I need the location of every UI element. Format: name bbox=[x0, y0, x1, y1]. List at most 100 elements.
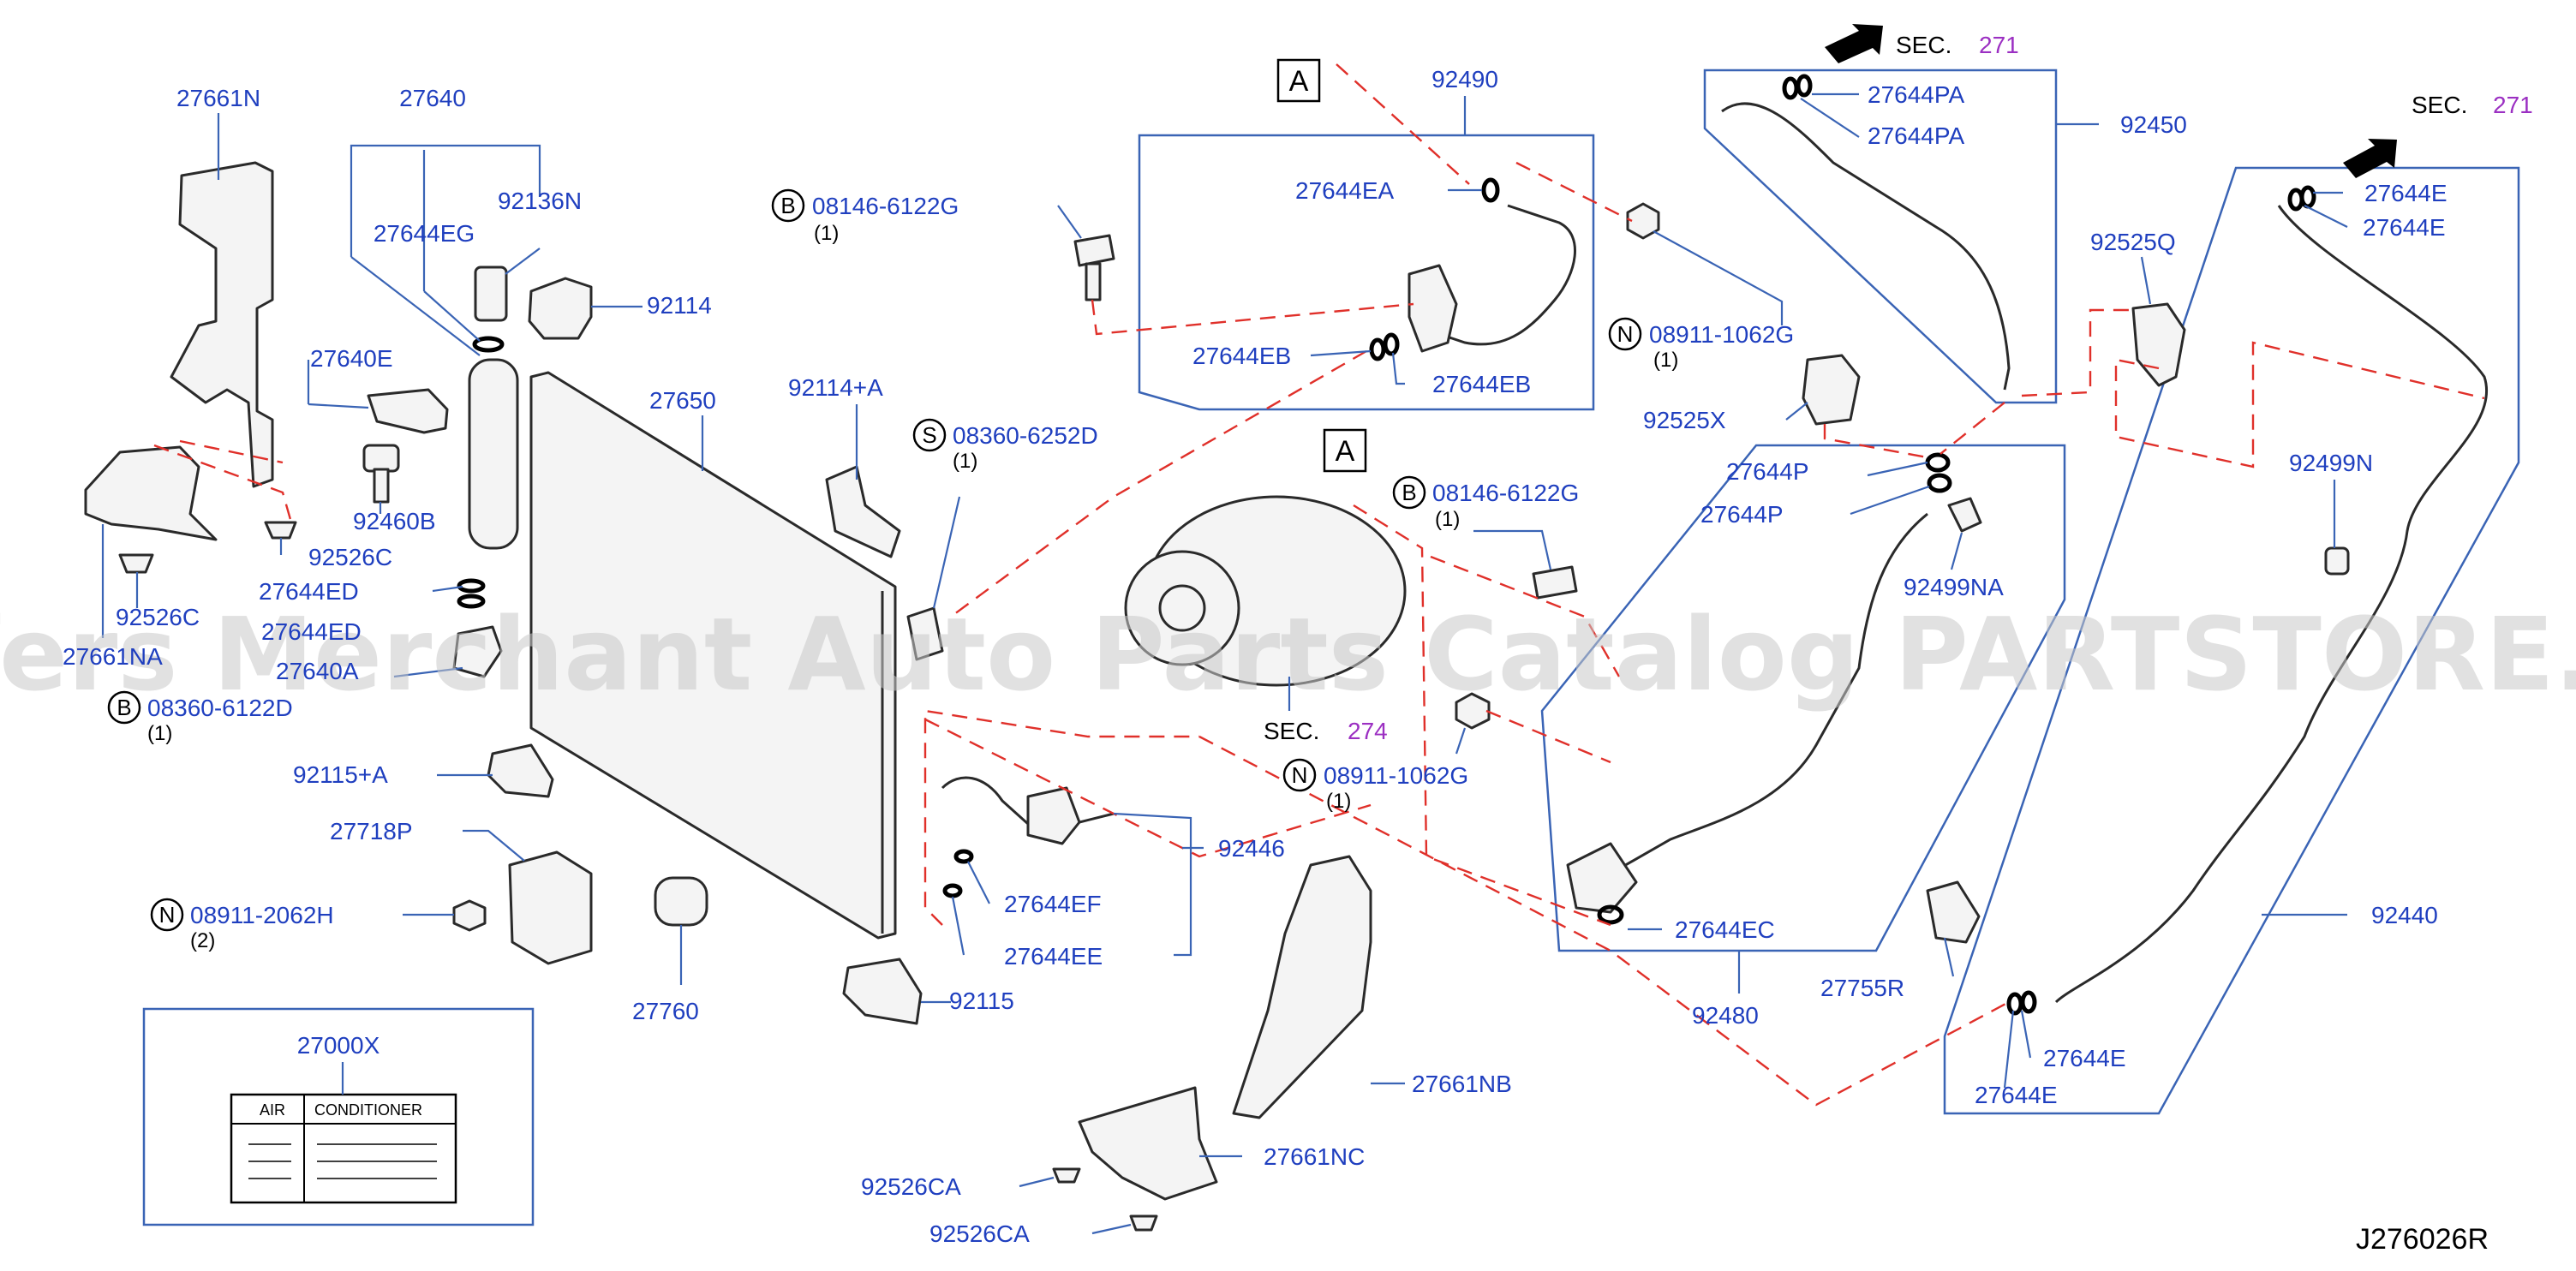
clamp-92525X bbox=[1802, 354, 1861, 426]
label-27644P-a[interactable]: 27644P bbox=[1726, 458, 1809, 485]
label-27644ED-a[interactable]: 27644ED bbox=[259, 578, 359, 605]
label-27661NB[interactable]: 27661NB bbox=[1412, 1071, 1512, 1097]
label-27644PA-a[interactable]: 27644PA bbox=[1868, 81, 1964, 108]
label-27644PA-b[interactable]: 27644PA bbox=[1868, 122, 1964, 149]
sec-271-b-number[interactable]: 271 bbox=[2493, 92, 2533, 118]
bracket-92115 bbox=[842, 958, 923, 1025]
label-27640A[interactable]: 27640A bbox=[276, 658, 359, 684]
leader-27755R bbox=[1943, 937, 1955, 977]
label-27644E-d[interactable]: 27644E bbox=[1975, 1082, 2058, 1108]
qty-08911-2062H: (2) bbox=[190, 929, 215, 952]
leader-27644EB-a bbox=[1310, 349, 1372, 357]
label-92450[interactable]: 92450 bbox=[2120, 111, 2187, 138]
label-92525Q[interactable]: 92525Q bbox=[2090, 229, 2176, 255]
fitting-27640A bbox=[452, 625, 503, 678]
label-08360-6122D[interactable]: 08360-6122D bbox=[147, 695, 293, 721]
label-92490[interactable]: 92490 bbox=[1431, 66, 1498, 92]
label-card-col2: CONDITIONER bbox=[314, 1101, 422, 1119]
label-92526C-b[interactable]: 92526C bbox=[116, 604, 200, 630]
label-27644E-c[interactable]: 27644E bbox=[2043, 1045, 2126, 1071]
label-27644EB-b[interactable]: 27644EB bbox=[1432, 371, 1531, 397]
label-92526CA-b[interactable]: 92526CA bbox=[929, 1220, 1030, 1247]
label-92525X[interactable]: 92525X bbox=[1643, 407, 1726, 433]
bolt-92460B bbox=[362, 444, 400, 473]
label-08911-1062G-a[interactable]: 08911-1062G bbox=[1649, 321, 1794, 348]
label-92526C-a[interactable]: 92526C bbox=[308, 544, 392, 570]
label-92526CA-a[interactable]: 92526CA bbox=[861, 1173, 961, 1200]
bolt-08146-6122G-a-shaft bbox=[1085, 262, 1102, 301]
clamp-27755R bbox=[1926, 880, 1981, 944]
leader-92526CA-a bbox=[1019, 1176, 1055, 1188]
label-08146-6122G-b[interactable]: 08146-6122G bbox=[1432, 480, 1579, 506]
label-27644E-a[interactable]: 27644E bbox=[2364, 180, 2447, 206]
marker-a-top: A bbox=[1289, 65, 1309, 98]
label-08146-6122G-a[interactable]: 08146-6122G bbox=[812, 193, 959, 219]
leader-27644EB-b bbox=[1391, 352, 1405, 385]
label-27644EG[interactable]: 27644EG bbox=[374, 220, 475, 247]
leader-27644EG-oring bbox=[423, 290, 481, 342]
leader-27644E-d bbox=[2003, 1010, 2015, 1089]
label-92499N[interactable]: 92499N bbox=[2289, 450, 2373, 476]
label-card-col1: AIR bbox=[260, 1101, 285, 1119]
label-92136N[interactable]: 92136N bbox=[498, 188, 582, 214]
leader-27644PA-b bbox=[1800, 98, 1860, 138]
label-92115A[interactable]: 92115+A bbox=[293, 761, 388, 788]
label-08911-1062G-b[interactable]: 08911-1062G bbox=[1324, 762, 1468, 789]
label-27661NA[interactable]: 27661NA bbox=[63, 643, 163, 670]
label-27760[interactable]: 27760 bbox=[632, 998, 699, 1024]
label-27644EA[interactable]: 27644EA bbox=[1295, 177, 1395, 204]
label-27650[interactable]: 27650 bbox=[649, 387, 716, 414]
leader-08146-6122G-a bbox=[1057, 205, 1082, 239]
leader-92525Q bbox=[2140, 256, 2152, 305]
label-27644P-b[interactable]: 27644P bbox=[1700, 501, 1784, 528]
hose-92480-fitting bbox=[1566, 842, 1638, 914]
dash-92450-92480 bbox=[1939, 402, 2005, 455]
label-27640E[interactable]: 27640E bbox=[310, 345, 393, 372]
label-27644EB-a[interactable]: 27644EB bbox=[1192, 343, 1291, 369]
marker-box-a-mid bbox=[1323, 428, 1367, 473]
label-92115[interactable]: 92115 bbox=[949, 988, 1014, 1014]
leader-27644P-b bbox=[1850, 485, 1930, 516]
oring-27644EB-a bbox=[1369, 337, 1386, 361]
label-92499NA[interactable]: 92499NA bbox=[1904, 574, 2004, 600]
oring-27644E-b bbox=[2299, 185, 2316, 209]
compressor-pulley bbox=[1124, 550, 1240, 666]
sec-271-arrow-b bbox=[2343, 139, 2397, 178]
label-27661N[interactable]: 27661N bbox=[176, 85, 260, 111]
marker-circle-b-1 bbox=[771, 188, 805, 223]
leader-08911-1062G-b bbox=[1455, 727, 1467, 755]
bracket-92114 bbox=[528, 277, 593, 340]
label-27644EF[interactable]: 27644EF bbox=[1004, 891, 1102, 917]
label-27644ED-b[interactable]: 27644ED bbox=[261, 618, 362, 645]
bolt-08146-6122G-b bbox=[1532, 565, 1578, 600]
sec-274-word: SEC. bbox=[1264, 718, 1319, 744]
label-27644EE[interactable]: 27644EE bbox=[1004, 943, 1103, 970]
cap-92499NA bbox=[1947, 497, 1982, 533]
label-27000X[interactable]: 27000X bbox=[297, 1032, 380, 1059]
condenser-27650 bbox=[529, 371, 897, 940]
label-27644E-b[interactable]: 27644E bbox=[2363, 214, 2446, 241]
label-27718P[interactable]: 27718P bbox=[330, 818, 413, 844]
marker-circle-s bbox=[912, 418, 947, 452]
label-08911-2062H[interactable]: 08911-2062H bbox=[190, 902, 334, 928]
clamp-92525Q bbox=[2131, 302, 2186, 387]
compressor-pulley-hub bbox=[1158, 584, 1206, 632]
sec-271-a-number[interactable]: 271 bbox=[1979, 32, 2019, 58]
label-08360-6252D[interactable]: 08360-6252D bbox=[953, 422, 1098, 449]
leader-08360-6252D bbox=[932, 496, 961, 609]
label-27755R[interactable]: 27755R bbox=[1820, 975, 1904, 1001]
label-92114[interactable]: 92114 bbox=[647, 292, 712, 319]
qty-08360-6122D: (1) bbox=[147, 722, 172, 745]
label-92480[interactable]: 92480 bbox=[1692, 1002, 1759, 1029]
label-92440[interactable]: 92440 bbox=[2371, 902, 2438, 928]
label-92114A[interactable]: 92114+A bbox=[788, 374, 883, 401]
label-27661NC[interactable]: 27661NC bbox=[1264, 1143, 1365, 1170]
dash-92525Q-92440 bbox=[2114, 341, 2485, 468]
label-92460B[interactable]: 92460B bbox=[353, 508, 436, 534]
label-27644EC[interactable]: 27644EC bbox=[1675, 916, 1775, 943]
dash-nut-92480 bbox=[1485, 709, 1611, 764]
label-92446[interactable]: 92446 bbox=[1218, 835, 1285, 862]
qty-08146-6122G-b: (1) bbox=[1435, 508, 1460, 531]
sec-274-number[interactable]: 274 bbox=[1348, 718, 1388, 744]
label-27640[interactable]: 27640 bbox=[399, 85, 466, 111]
